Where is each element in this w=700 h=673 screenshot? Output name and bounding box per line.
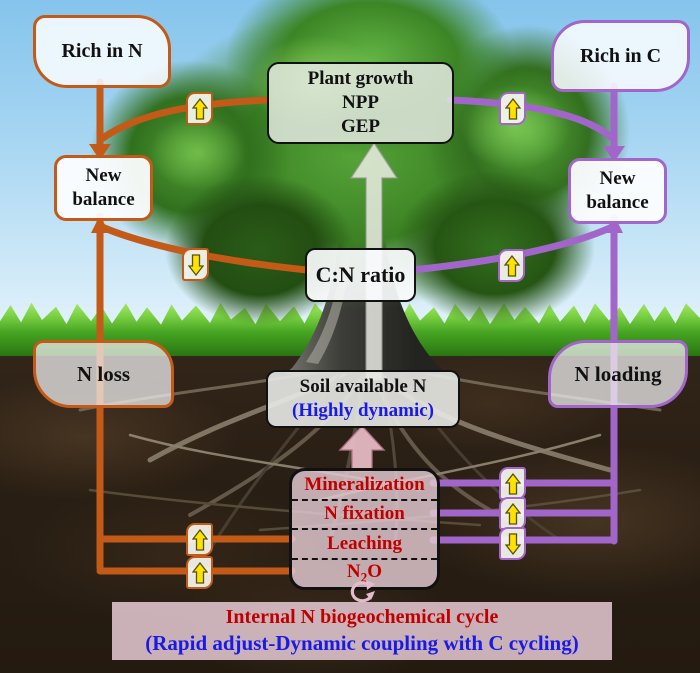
soil-available-n-title: Soil available N <box>299 376 427 398</box>
internal-processes-box: Mineralization N fixation Leaching N2O <box>289 468 440 590</box>
caption-line1: Internal N biogeochemical cycle <box>225 606 499 629</box>
soil-available-n-box: Soil available N (Highly dynamic) <box>266 370 460 428</box>
down-arrow-icon <box>504 532 521 555</box>
new-balance-right-label: balance <box>586 192 649 213</box>
n-fixation-row: N fixation <box>292 498 437 529</box>
decrease-badge <box>182 248 209 281</box>
gep-line: GEP <box>340 115 381 137</box>
increase-badge <box>499 467 526 500</box>
rich-in-c-box: Rich in C <box>551 20 690 92</box>
increase-badge <box>186 92 213 125</box>
up-arrow-icon <box>503 254 520 277</box>
cn-ratio-label: C:N ratio <box>315 262 406 288</box>
processes-to-soil-arrow <box>338 424 386 472</box>
increase-badge <box>499 497 526 530</box>
n-loss-label: N loss <box>76 361 131 386</box>
caption-line2: (Rapid adjust-Dynamic coupling with C cy… <box>145 631 579 656</box>
up-arrow-icon <box>504 502 521 525</box>
increase-badge <box>498 249 525 282</box>
n-loss-box: N loss <box>33 340 174 408</box>
new-balance-left-label: New <box>85 165 122 187</box>
increase-badge <box>186 556 213 589</box>
rich-in-n-label: Rich in N <box>61 40 143 62</box>
new-balance-left-label: balance <box>72 189 135 210</box>
new-balance-left-box: New balance <box>54 155 153 221</box>
npp-line: NPP <box>342 92 379 114</box>
n2o-label: N2O <box>346 561 383 585</box>
rich-in-c-label: Rich in C <box>579 44 662 67</box>
plant-growth-box: Plant growth NPP GEP <box>267 62 454 144</box>
leaching-row: Leaching <box>292 528 437 558</box>
mineralization-label: Mineralization <box>304 473 425 495</box>
up-arrow-icon <box>504 97 521 120</box>
leaching-label: Leaching <box>327 532 402 554</box>
up-arrow-icon <box>504 472 521 495</box>
cn-ratio-box: C:N ratio <box>305 248 416 302</box>
rich-in-n-box: Rich in N <box>33 15 171 88</box>
down-arrow-icon <box>187 253 204 276</box>
new-balance-right-box: New balance <box>568 158 667 224</box>
new-balance-right-label: New <box>599 168 636 190</box>
plant-growth-line: Plant growth <box>307 68 414 90</box>
soil-available-n-subtitle: (Highly dynamic) <box>292 400 434 421</box>
n-fixation-label: N fixation <box>324 503 405 525</box>
recycle-icon <box>350 580 375 603</box>
up-arrow-icon <box>191 97 208 120</box>
n-loading-box: N loading <box>548 340 688 408</box>
mineralization-row: Mineralization <box>292 471 437 499</box>
caption-banner: Internal N biogeochemical cycle (Rapid a… <box>112 602 612 660</box>
up-arrow-icon <box>191 528 208 551</box>
increase-badge <box>499 92 526 125</box>
up-arrow-icon <box>191 561 208 584</box>
increase-badge <box>186 523 213 556</box>
n2o-row: N2O <box>292 557 437 588</box>
n-loading-label: N loading <box>574 361 662 386</box>
decrease-badge <box>499 527 526 560</box>
